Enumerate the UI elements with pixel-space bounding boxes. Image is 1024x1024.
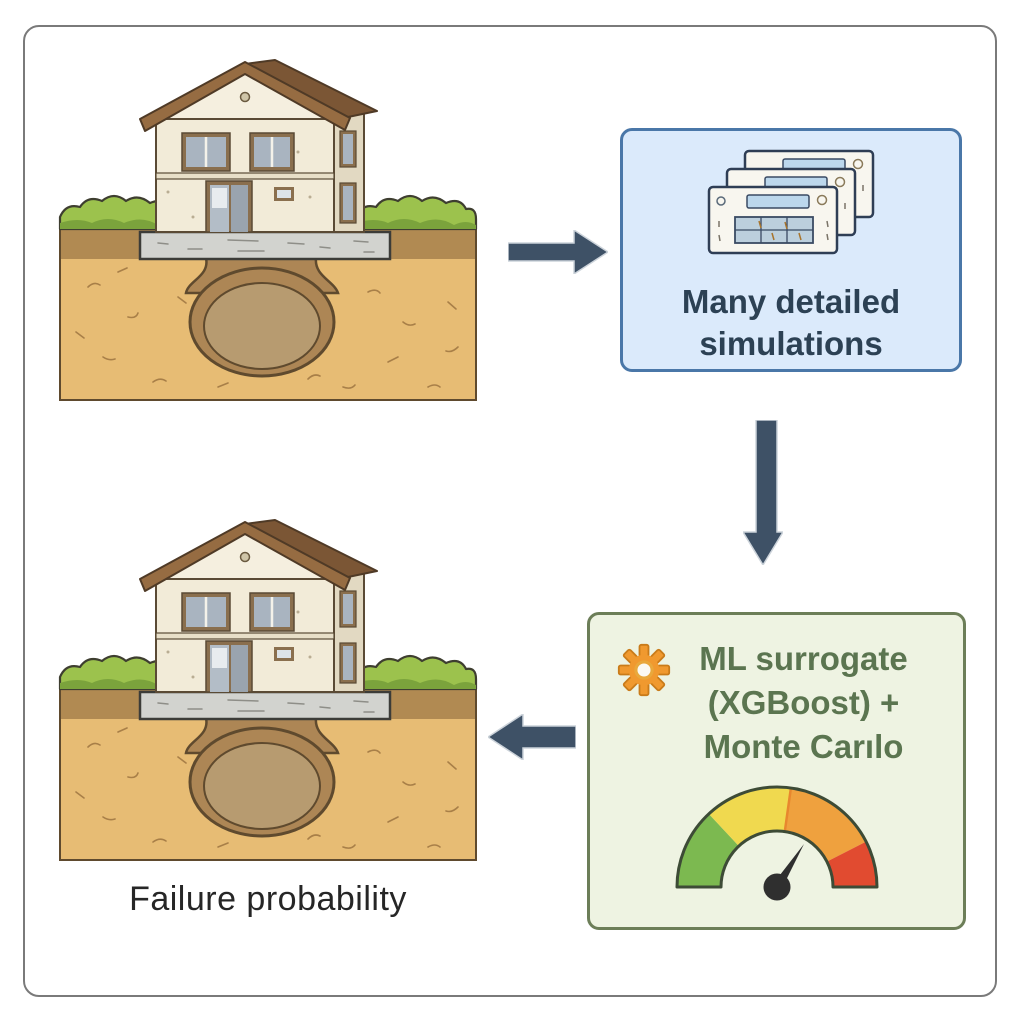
simulations-box: Many detailed simulations [620, 128, 962, 372]
arrow-left-icon [488, 714, 576, 760]
simulations-line2: simulations [699, 325, 883, 362]
ml-line1: ML surrogate [699, 640, 908, 677]
risk-gauge-icon [675, 785, 879, 901]
ml-line3: Monte Carılo [703, 728, 904, 765]
failure-probability-label: Failure probability [129, 880, 407, 918]
stacked-simulation-cards-icon [707, 149, 875, 255]
gear-icon [617, 643, 671, 697]
ml-line2: (XGBoost) + [707, 684, 900, 721]
ml-surrogate-box: ML surrogate (XGBoost) + Monte Carılo [587, 612, 966, 930]
ml-box-text: ML surrogate (XGBoost) + Monte Carılo [648, 637, 959, 769]
simulations-box-text: Many detailed simulations [623, 281, 959, 365]
gauge-hub [763, 873, 791, 901]
simulations-line1: Many detailed [681, 283, 901, 320]
house-sinkhole-illustration-bottom [58, 518, 478, 862]
house-sinkhole-illustration-top [58, 58, 478, 402]
arrow-right-icon [508, 230, 608, 274]
arrow-down-icon [743, 420, 783, 565]
